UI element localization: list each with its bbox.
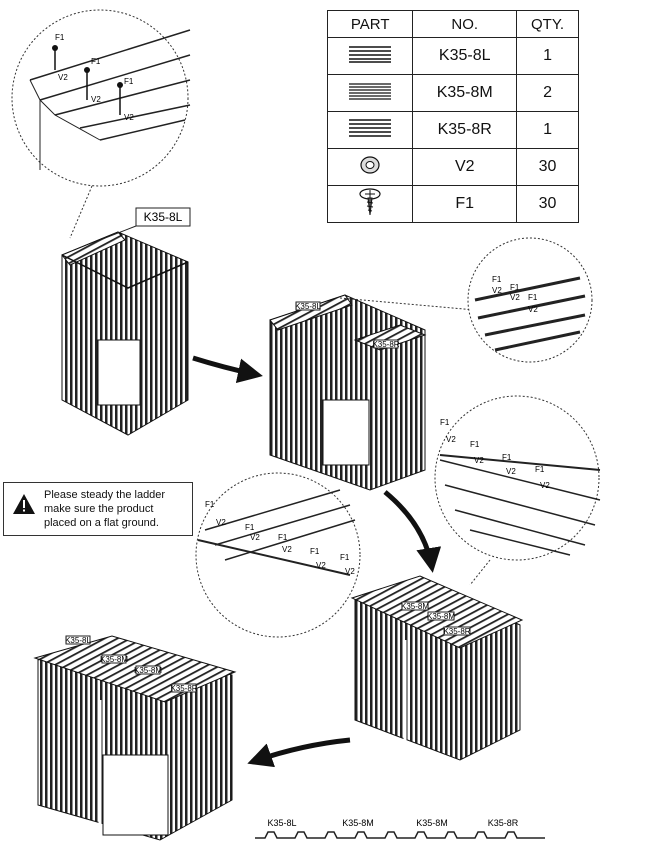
- detail-circle-roof-edge: F1 F1 F1 V2 V2 V2: [11, 9, 191, 239]
- f1-label: F1: [492, 275, 502, 284]
- v2-label: V2: [446, 435, 456, 444]
- f1-label: F1: [124, 77, 134, 86]
- f1-label: F1: [528, 293, 538, 302]
- v2-label: V2: [250, 533, 260, 542]
- shed-step-2: K35-8L K35-8R: [269, 294, 476, 491]
- f1-label: F1: [510, 283, 520, 292]
- roof-label-left: K35-8L: [65, 636, 91, 645]
- v2-label: V2: [540, 481, 550, 490]
- roof-label-right: K35-8R: [372, 340, 399, 349]
- callout-label: K35-8L: [144, 210, 183, 224]
- part-number: K35-8L: [412, 37, 518, 75]
- v2-label: V2: [474, 456, 484, 465]
- profile-label: K35-8M: [342, 818, 374, 828]
- step-arrow-icon: [383, 490, 442, 573]
- shed-step-3: K35-8M K35-8M K35-8R: [350, 575, 524, 761]
- panel-icon: [326, 37, 414, 75]
- v2-label: V2: [316, 561, 326, 570]
- v2-label: V2: [58, 73, 68, 82]
- table-row: K35-8L 1: [326, 37, 579, 75]
- screw-icon: [52, 45, 58, 70]
- v2-label: V2: [282, 545, 292, 554]
- part-number: F1: [412, 185, 518, 223]
- detail-circle-roof-edge-screws: F1 V2 F1 V2 F1 V2 F1 V2 F1 V2: [195, 472, 361, 638]
- f1-label: F1: [205, 500, 215, 509]
- f1-label: F1: [91, 57, 101, 66]
- warning-icon: [13, 494, 35, 514]
- v2-label: V2: [528, 305, 538, 314]
- part-number: K35-8M: [412, 74, 518, 112]
- shed-step-1: K35-8L: [61, 207, 191, 436]
- step-arrow-icon: [192, 355, 263, 384]
- v2-label: V2: [91, 95, 101, 104]
- roof-label-right: K35-8R: [170, 684, 197, 693]
- parts-table: PART NO. QTY. K35-8L 1 K35-8M 2 K35-8R 1…: [326, 10, 579, 223]
- table-header-row: PART NO. QTY.: [326, 10, 579, 38]
- detail-circle-roof-screws: F1 V2 F1 V2 F1 V2 F1 V2: [434, 395, 601, 586]
- f1-label: F1: [245, 523, 255, 532]
- v2-label: V2: [510, 293, 520, 302]
- table-row: K35-8R 1: [326, 111, 579, 149]
- roof-label-mid: K35-8M: [427, 612, 455, 621]
- header-part: PART: [326, 10, 414, 38]
- screw-icon: [326, 185, 414, 223]
- roof-profile-strip: K35-8L K35-8M K35-8M K35-8R: [255, 818, 545, 839]
- table-row: F1 30: [326, 185, 579, 223]
- warning-text: Please steady the ladder make sure the p…: [44, 489, 166, 529]
- f1-label: F1: [535, 465, 545, 474]
- part-qty: 1: [516, 111, 579, 149]
- f1-label: F1: [340, 553, 350, 562]
- f1-label: F1: [278, 533, 288, 542]
- f1-label: F1: [440, 418, 450, 427]
- roof-label-left: K35-8L: [295, 302, 321, 311]
- part-qty: 1: [516, 37, 579, 75]
- profile-label: K35-8M: [416, 818, 448, 828]
- roof-label-mid: K35-8M: [401, 602, 429, 611]
- part-qty: 30: [516, 185, 579, 223]
- roof-label-mid: K35-8M: [134, 666, 162, 675]
- v2-label: V2: [492, 286, 502, 295]
- part-number: K35-8R: [412, 111, 518, 149]
- profile-label: K35-8L: [267, 818, 296, 828]
- f1-label: F1: [310, 547, 320, 556]
- profile-label: K35-8R: [488, 818, 519, 828]
- v2-label: V2: [216, 518, 226, 527]
- table-row: V2 30: [326, 148, 579, 186]
- part-number: V2: [412, 148, 518, 186]
- header-no: NO.: [412, 10, 518, 38]
- safety-warning: Please steady the ladder make sure the p…: [3, 482, 193, 536]
- f1-label: F1: [55, 33, 65, 42]
- detail-circle-roof-panels: F1 V2 F1 V2 F1 V2: [467, 237, 593, 363]
- v2-label: V2: [124, 113, 134, 122]
- step-arrow-icon: [247, 737, 351, 768]
- v2-label: V2: [345, 567, 355, 576]
- washer-icon: [326, 148, 414, 186]
- v2-label: V2: [506, 467, 516, 476]
- roof-label-mid: K35-8M: [100, 655, 128, 664]
- f1-label: F1: [470, 440, 480, 449]
- shed-step-4: K35-8L K35-8M K35-8M K35-8R: [33, 635, 237, 841]
- part-qty: 2: [516, 74, 579, 112]
- roof-label-right: K35-8R: [443, 627, 470, 636]
- screw-icon: [84, 67, 90, 100]
- f1-label: F1: [502, 453, 512, 462]
- screw-icon: [117, 82, 123, 115]
